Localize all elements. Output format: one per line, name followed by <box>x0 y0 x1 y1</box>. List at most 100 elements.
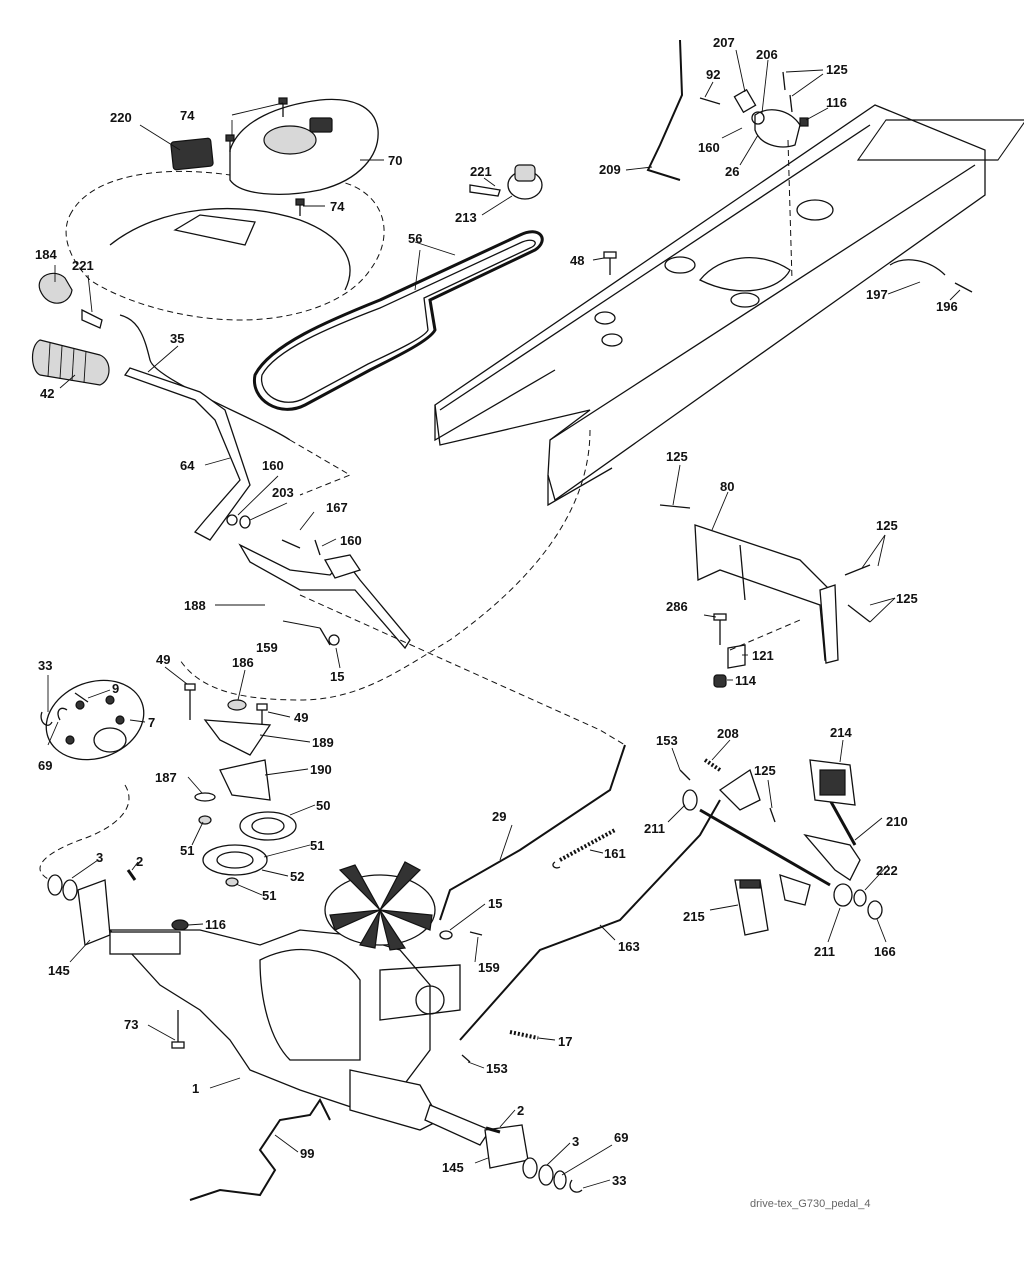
label-74: 74 <box>330 199 345 214</box>
label-80: 80 <box>720 479 734 494</box>
nut-51a <box>198 815 212 825</box>
label-211: 211 <box>814 944 835 959</box>
pulley-50 <box>239 811 297 841</box>
label-161: 161 <box>604 846 626 861</box>
label-125: 125 <box>896 591 918 606</box>
key-2a <box>126 869 137 881</box>
nut-51c <box>225 877 239 887</box>
label-3: 3 <box>96 850 103 865</box>
rod-29 <box>439 744 626 921</box>
bracket-206 <box>754 109 801 148</box>
label-159: 159 <box>256 640 278 655</box>
label-190: 190 <box>310 762 332 777</box>
clip-221b <box>469 184 501 197</box>
label-220: 220 <box>110 110 132 125</box>
nut-186 <box>227 699 247 711</box>
bolt-125b <box>659 504 691 509</box>
label-197: 197 <box>866 287 888 302</box>
label-121: 121 <box>752 648 774 663</box>
fender-cover <box>65 98 385 321</box>
label-211: 211 <box>644 821 665 836</box>
washer-15b <box>439 930 453 940</box>
foot-pad-220 <box>170 137 214 171</box>
nut-116b <box>171 919 189 931</box>
part-207 <box>733 88 757 114</box>
washer-166 <box>867 900 883 920</box>
label-51: 51 <box>180 843 194 858</box>
label-3: 3 <box>572 1134 579 1149</box>
pin-153b <box>461 1054 471 1063</box>
label-33: 33 <box>38 658 52 673</box>
callout-labels: 220 74 70 74 184 221 42 35 64 56 221 213… <box>35 35 958 1210</box>
knob-184 <box>38 272 73 304</box>
grip-42 <box>31 339 110 386</box>
rod-163 <box>459 799 721 1041</box>
label-221: 221 <box>72 258 94 273</box>
rod-99 <box>189 1098 331 1201</box>
label-166: 166 <box>874 944 896 959</box>
ring-33b <box>569 1179 583 1193</box>
pin-160a <box>226 514 238 526</box>
label-222: 222 <box>876 863 898 878</box>
label-207: 207 <box>713 35 735 50</box>
label-51: 51 <box>310 838 324 853</box>
label-208: 208 <box>717 726 739 741</box>
pedal-arm-210 <box>803 833 861 881</box>
label-163: 163 <box>618 939 640 954</box>
rod-209 <box>646 39 684 181</box>
bolt-125c <box>844 564 871 576</box>
pin-159b <box>469 931 483 936</box>
drive-belt-56 <box>253 230 544 411</box>
pin-92 <box>699 97 721 105</box>
bracket-190 <box>219 759 271 801</box>
label-64: 64 <box>180 458 195 473</box>
screws-74 <box>225 97 305 216</box>
label-29: 29 <box>492 809 506 824</box>
diagram-caption: drive-tex_G730_pedal_4 <box>750 1198 870 1210</box>
label-92: 92 <box>706 67 720 82</box>
nut-114 <box>713 674 727 688</box>
bolt-9 <box>74 692 89 703</box>
bushing-211b <box>833 883 853 907</box>
label-153: 153 <box>486 1061 508 1076</box>
label-125: 125 <box>754 763 776 778</box>
label-49: 49 <box>156 652 170 667</box>
label-42: 42 <box>40 386 54 401</box>
label-70: 70 <box>388 153 402 168</box>
label-74: 74 <box>180 108 195 123</box>
bolt-125a <box>782 71 786 91</box>
nut-116 <box>799 117 809 127</box>
chassis-frame <box>434 104 1024 507</box>
hub-7 <box>45 679 145 761</box>
ring-33a <box>40 711 53 726</box>
label-52: 52 <box>290 869 304 884</box>
label-48: 48 <box>570 253 584 268</box>
pin-160b <box>314 539 321 556</box>
pedal-pad-215 <box>734 879 769 936</box>
label-214: 214 <box>830 725 852 740</box>
label-33: 33 <box>612 1173 626 1188</box>
label-114: 114 <box>735 673 757 688</box>
label-209: 209 <box>599 162 621 177</box>
label-7: 7 <box>148 715 155 730</box>
label-145: 145 <box>48 963 70 978</box>
label-210: 210 <box>886 814 908 829</box>
label-116: 116 <box>205 917 226 932</box>
bushing-211a <box>682 789 698 811</box>
label-186: 186 <box>232 655 254 670</box>
washer-222 <box>853 889 867 907</box>
cooling-fan <box>324 861 436 951</box>
washer-187 <box>194 792 216 802</box>
label-187: 187 <box>155 770 177 785</box>
label-184: 184 <box>35 247 57 262</box>
shift-lever-35-64 <box>119 314 291 541</box>
label-160: 160 <box>262 458 284 473</box>
leader-lines <box>47 49 961 1189</box>
spring-17 <box>509 1030 539 1040</box>
pulley-52 <box>202 844 268 876</box>
label-51: 51 <box>262 888 276 903</box>
label-213: 213 <box>455 210 477 225</box>
label-125: 125 <box>826 62 848 77</box>
bracket-189 <box>203 719 272 756</box>
